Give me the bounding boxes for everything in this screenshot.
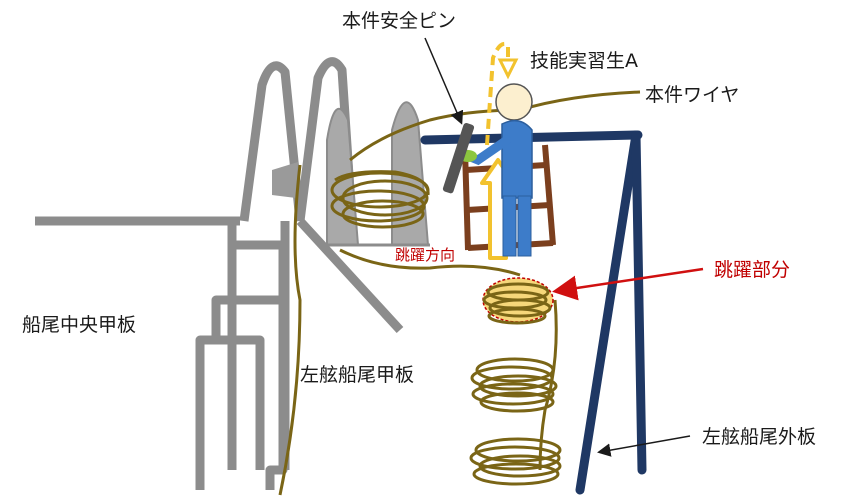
label-stern-center-deck: 船尾中央甲板 (22, 314, 136, 336)
label-jump-direction: 跳躍方向 (395, 246, 455, 264)
label-outer-plate: 左舷船尾外板 (702, 426, 816, 448)
bollard-wedge (272, 162, 298, 198)
stern-structure (35, 57, 404, 490)
label-safety-pin: 本件安全ピン (342, 10, 456, 32)
label-port-stern-deck: 左舷船尾甲板 (300, 364, 414, 386)
leader-safety-pin (424, 37, 464, 125)
trainee-figure (459, 83, 533, 257)
leader-jump-part (552, 267, 704, 301)
safety-pin (442, 122, 475, 194)
label-wire: 本件ワイヤ (645, 84, 739, 106)
label-trainee: 技能実習生A (530, 50, 638, 72)
jump-part-coil (482, 277, 554, 325)
pin-trajectory (485, 41, 510, 146)
wire-coil-deck (469, 357, 562, 486)
label-jump-part: 跳躍部分 (714, 259, 790, 281)
leader-outer-plate (597, 435, 691, 457)
pin-arrow-head (497, 58, 519, 80)
wire-coil-top (330, 170, 430, 229)
